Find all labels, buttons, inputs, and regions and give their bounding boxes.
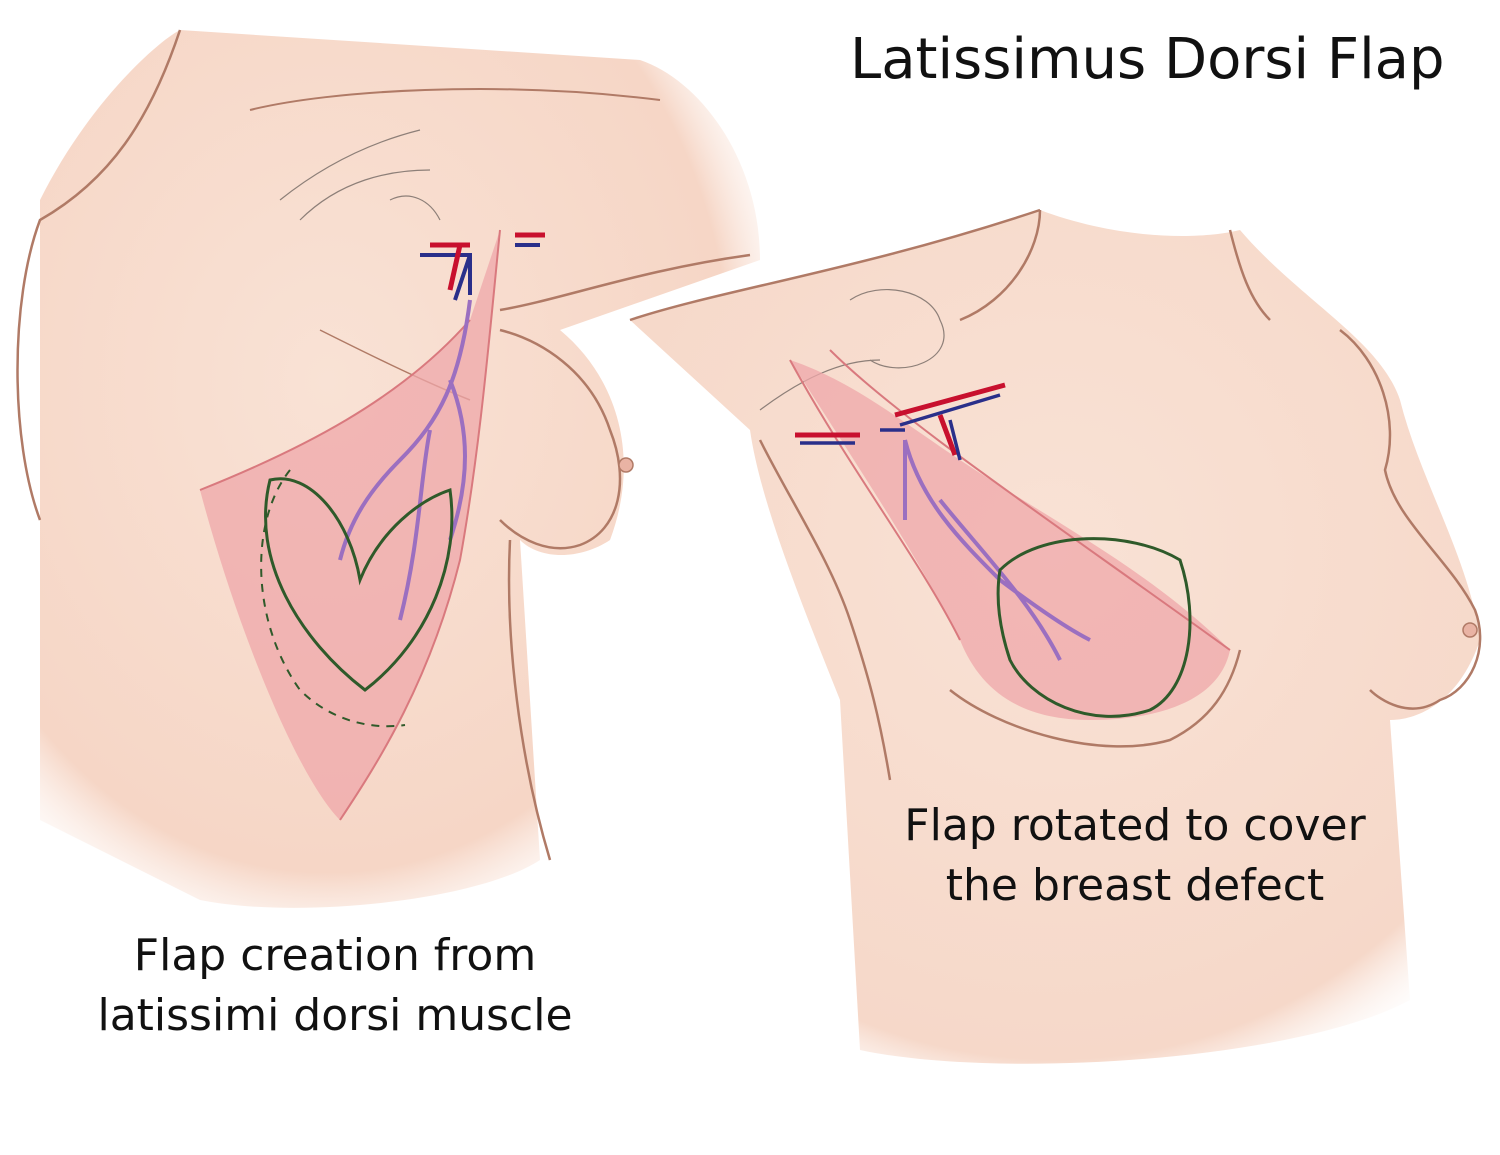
right-flap-outline [996,537,1192,718]
right-rotated-muscle [789,349,1231,720]
left-caption-line-1: Flap creation from [133,930,537,981]
left-flap-outline [260,469,454,728]
left-latissimus-muscle [199,229,501,821]
right-caption: Flap rotated to cover the breast defect [900,796,1370,916]
diagram-title: Latissimus Dorsi Flap [850,27,1445,92]
right-caption-line-1: Flap rotated to cover [904,800,1366,851]
right-caption-line-2: the breast defect [945,860,1325,911]
left-caption-line-2: latissimi dorsi muscle [97,990,573,1041]
left-vessels [338,232,545,621]
left-caption: Flap creation from latissimi dorsi muscl… [80,926,590,1046]
right-vessels [795,382,1091,661]
